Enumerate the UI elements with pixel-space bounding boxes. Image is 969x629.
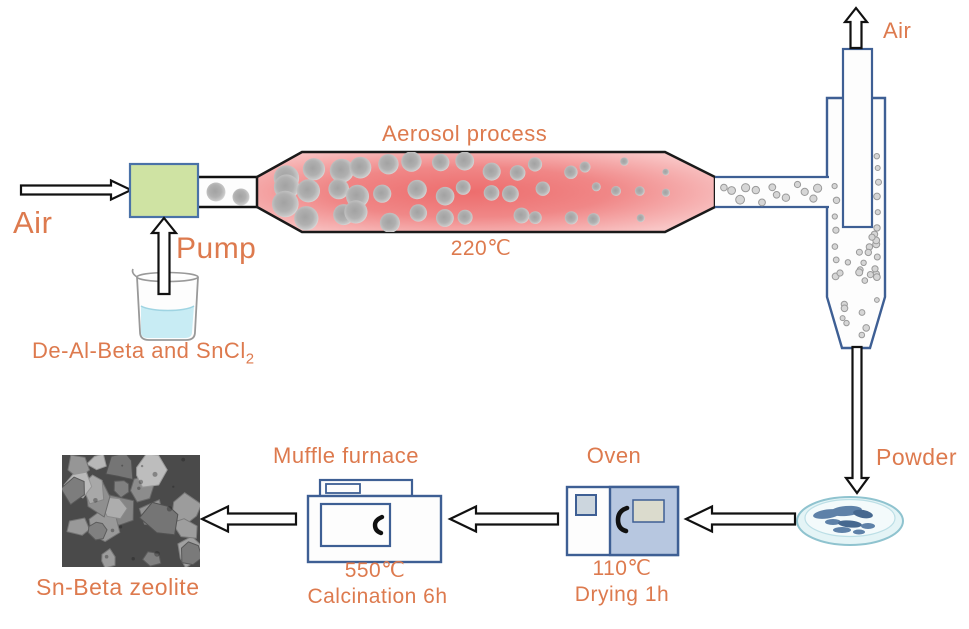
furnace-temperature-label: 550℃ bbox=[344, 559, 406, 582]
droplet-particles bbox=[206, 182, 250, 206]
oven-window bbox=[575, 494, 597, 516]
oven-temperature-label: 110℃ bbox=[592, 557, 652, 580]
pump-label: Pump bbox=[176, 232, 257, 265]
oven-time-label: Drying 1h bbox=[574, 583, 670, 606]
furnace-time-label: Calcination 6h bbox=[307, 585, 448, 608]
powder-label: Powder bbox=[876, 444, 957, 470]
petri-dish bbox=[796, 496, 904, 546]
sem-image bbox=[62, 455, 200, 567]
fine-particles bbox=[720, 180, 823, 207]
outlet-tube bbox=[715, 175, 829, 209]
air-in-label: Air bbox=[13, 205, 53, 240]
product-label: Sn-Beta zeolite bbox=[36, 574, 200, 600]
muffle-furnace-unit bbox=[306, 478, 443, 564]
powder-sample bbox=[813, 505, 875, 535]
pump-box bbox=[128, 162, 200, 219]
aerosol-droplets bbox=[272, 152, 671, 232]
aerosol-process-label: Aerosol process bbox=[382, 121, 548, 146]
feed-tube bbox=[197, 175, 261, 209]
air-inlet-arrow bbox=[19, 178, 134, 202]
muffle-furnace-label: Muffle furnace bbox=[273, 443, 420, 468]
precursor-label: De-Al-Beta and SnCl2 bbox=[32, 338, 255, 368]
air-out-label: Air bbox=[883, 18, 912, 43]
oven-handle-icon bbox=[615, 505, 630, 534]
transfer-arrow-furnace-to-product bbox=[199, 504, 298, 534]
aerosol-chamber bbox=[255, 150, 717, 234]
furnace-door bbox=[319, 502, 392, 548]
beaker bbox=[131, 268, 199, 341]
powder-arrow bbox=[843, 345, 871, 495]
oven-unit bbox=[565, 485, 680, 557]
cyclone-inner-tube bbox=[841, 47, 874, 229]
transfer-arrow-oven-to-furnace bbox=[447, 504, 560, 534]
process-temperature-label: 220℃ bbox=[450, 237, 512, 260]
transfer-arrow-dish-to-oven bbox=[683, 504, 797, 534]
zeolite-crystals bbox=[62, 455, 200, 567]
beaker-liquid bbox=[141, 306, 194, 338]
cyclone-particles bbox=[831, 153, 882, 339]
oven-label: Oven bbox=[586, 443, 642, 468]
air-outlet-arrow bbox=[842, 6, 870, 50]
furnace-handle-icon bbox=[372, 514, 385, 536]
pump-feed-arrow bbox=[149, 216, 179, 296]
oven-display bbox=[632, 499, 665, 523]
